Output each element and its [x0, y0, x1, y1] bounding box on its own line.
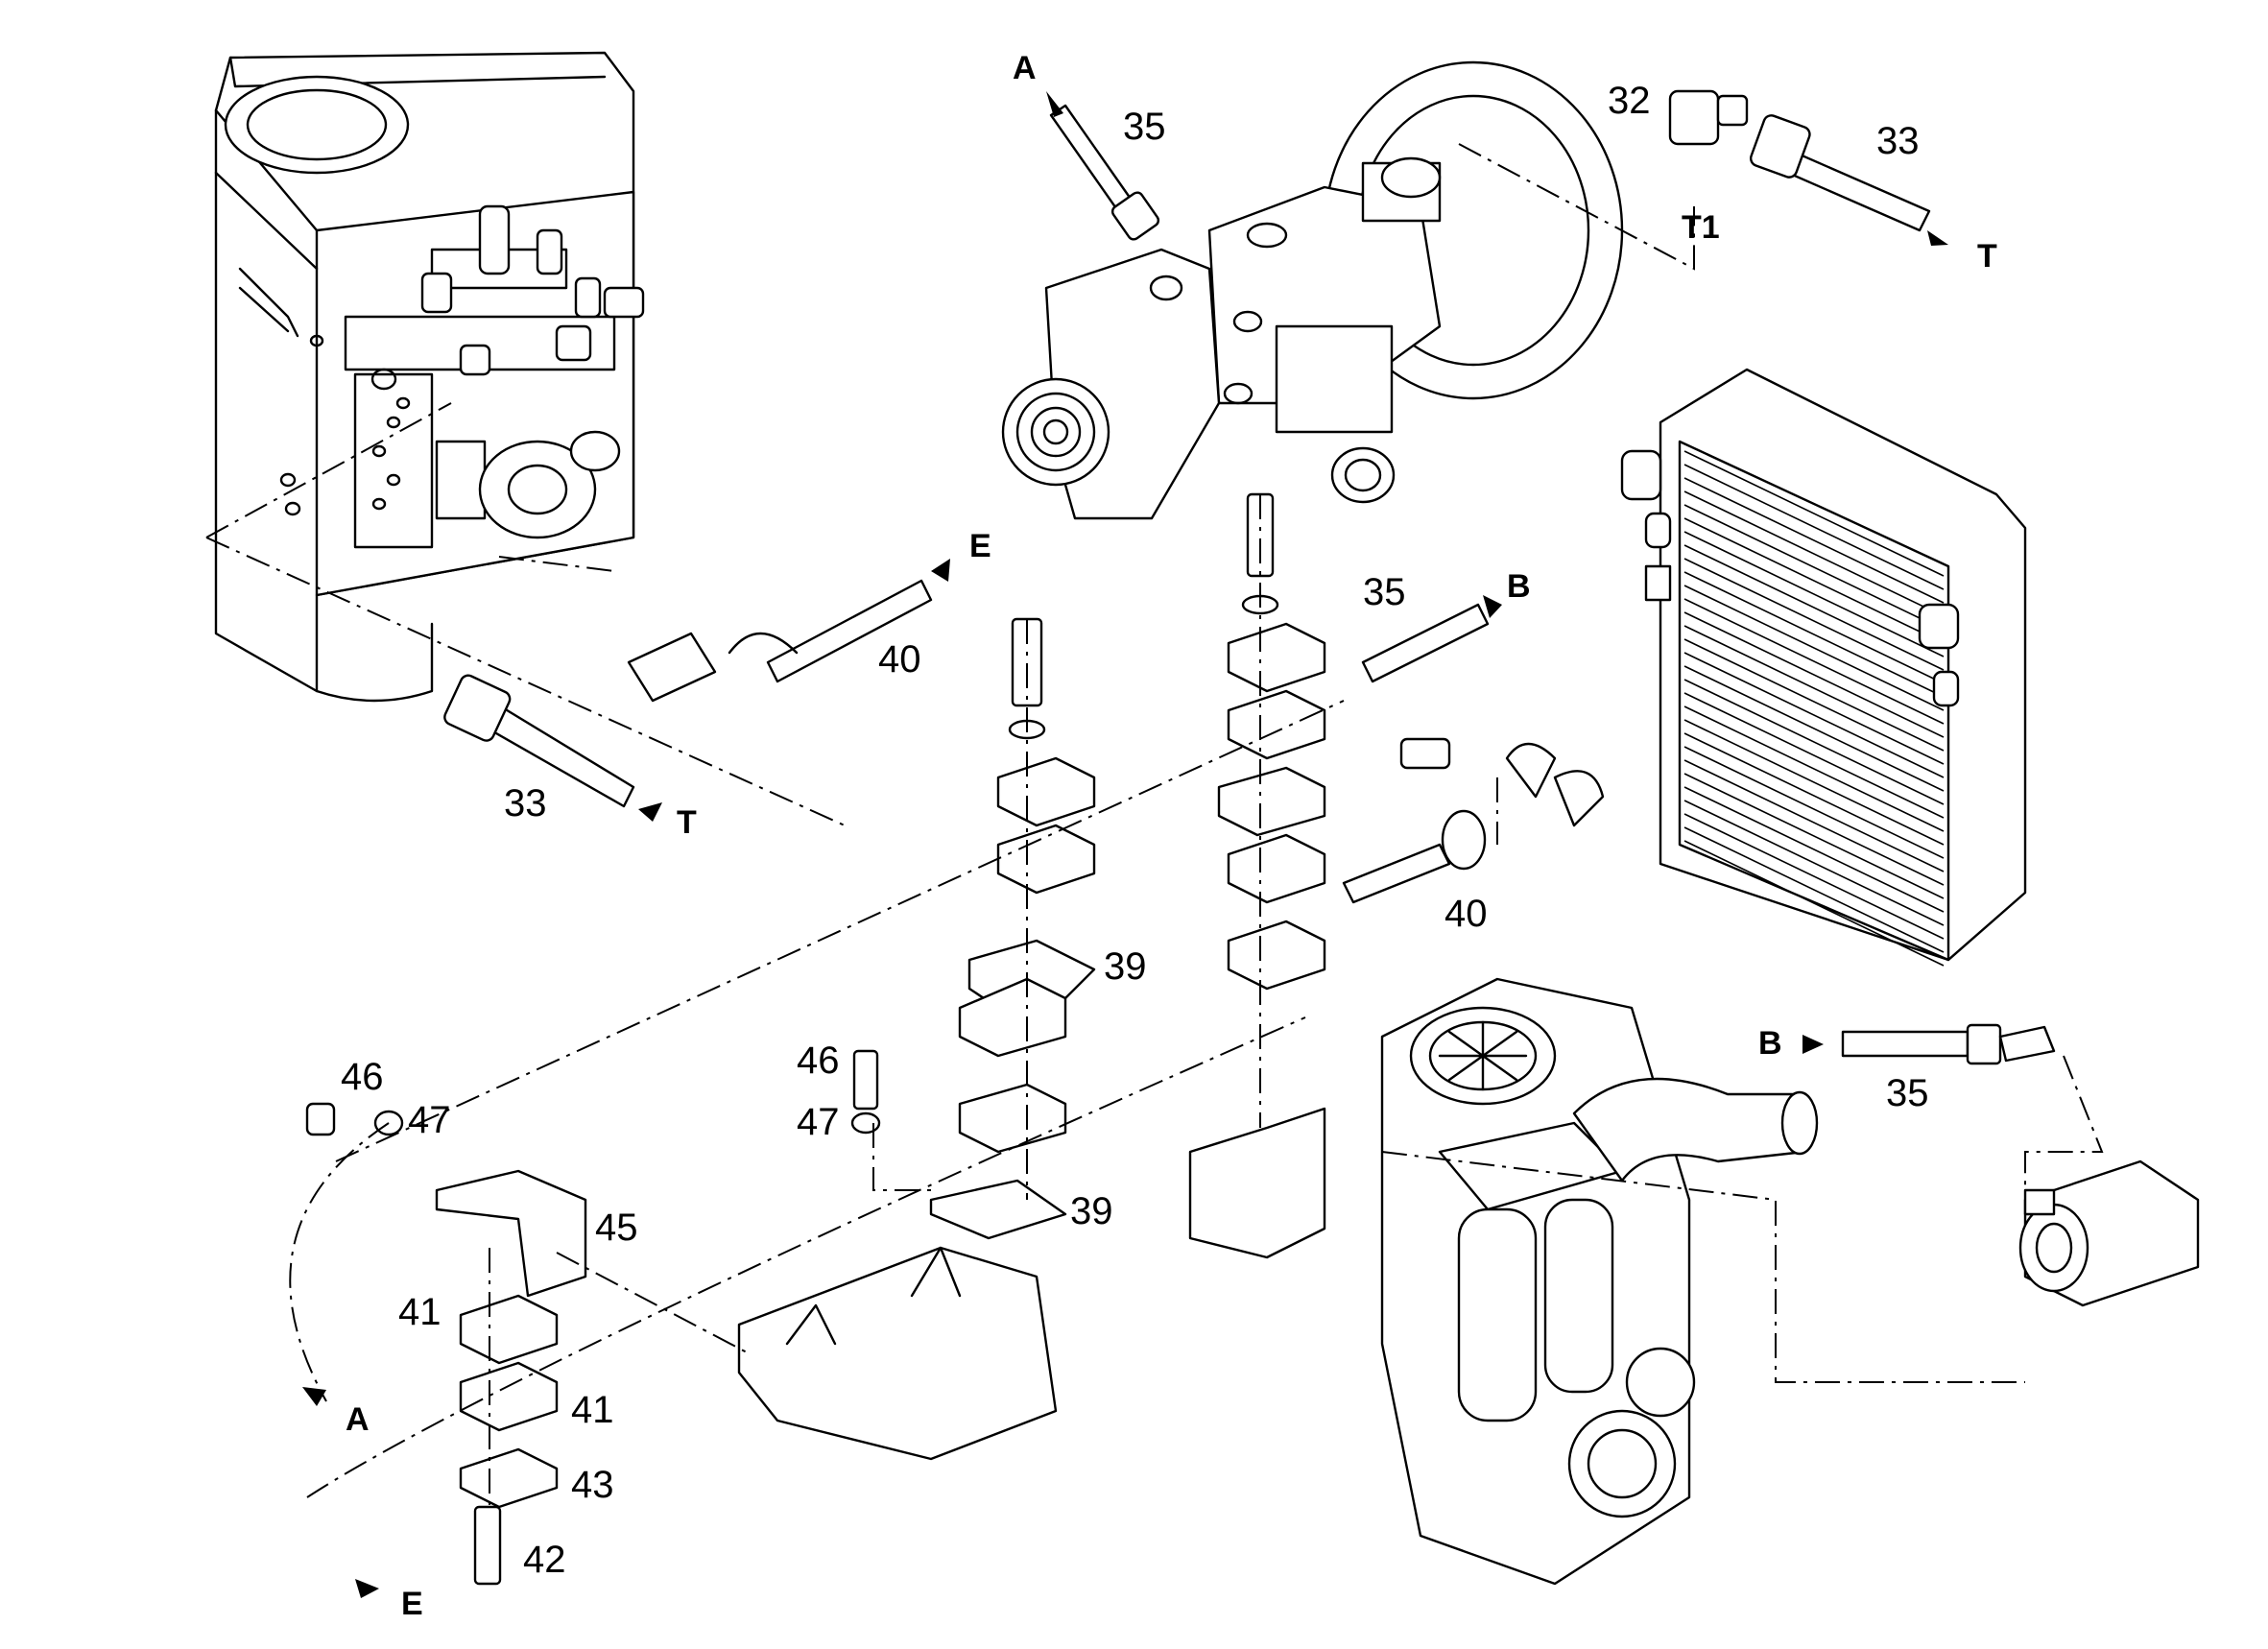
callout-46-mid: 46	[797, 1040, 840, 1082]
arrow-icon	[638, 802, 662, 822]
port-a-bottom: A	[346, 1401, 370, 1438]
cooler-fin-line	[1683, 611, 1945, 738]
port-t-top: T	[1977, 238, 1997, 275]
hose-35-mid	[1361, 603, 1490, 683]
hydraulic-tank-assembly	[214, 51, 645, 703]
routing-lines	[205, 143, 2104, 1507]
cooler-fin-line	[1683, 477, 1945, 604]
bracket-group-lower-left	[305, 1049, 1058, 1586]
port-t1: T1	[1682, 209, 1720, 246]
cooler-fin-line	[1683, 490, 1945, 617]
cooler-fin-line	[1683, 679, 1945, 805]
engine-assembly	[1380, 977, 1819, 1586]
cooler-fin-line	[1683, 732, 1945, 859]
cooler-fin-line	[1683, 786, 1945, 913]
callout-41-lower: 41	[571, 1389, 614, 1431]
oil-cooler-assembly	[1620, 368, 2027, 967]
cooler-fin-line	[1683, 517, 1945, 644]
auxiliary-gear-pump	[2018, 1159, 2200, 1307]
callout-33-top: 33	[1876, 120, 1920, 162]
port-labels: A T1 T E B T B A E	[346, 50, 1997, 1622]
cooler-fin-line	[1683, 665, 1945, 792]
callout-45: 45	[595, 1207, 638, 1249]
cooler-fin-line	[1683, 558, 1945, 684]
callout-47-left: 47	[408, 1099, 451, 1141]
callout-39-lower: 39	[1070, 1190, 1113, 1232]
port-a-top: A	[1013, 50, 1037, 86]
callout-35-bottom: 35	[1886, 1072, 1929, 1114]
cooler-fin-line	[1683, 450, 1945, 577]
hose-33-left	[443, 674, 635, 808]
clamp-stack-left	[929, 617, 1096, 1240]
callout-41-upper: 41	[398, 1291, 442, 1333]
cooler-fin-line	[1683, 464, 1945, 590]
cooler-fin-line	[1683, 719, 1945, 846]
callout-40-left: 40	[878, 638, 921, 681]
cooler-fin-line	[1683, 504, 1945, 631]
cooler-fin-line	[1683, 571, 1945, 698]
cooler-fin-line	[1683, 585, 1945, 711]
callout-47-mid: 47	[797, 1101, 840, 1143]
cooler-fin-line	[1683, 544, 1945, 671]
hydraulic-pump-assembly	[1001, 60, 1624, 520]
port-e-bottom: E	[401, 1586, 423, 1622]
callout-32: 32	[1608, 80, 1651, 122]
hose-40-right	[1342, 737, 1605, 904]
callout-39-upper: 39	[1104, 945, 1147, 988]
cooler-fin-line	[1683, 813, 1945, 940]
arrow-icon	[931, 559, 950, 582]
cooler-fin-line	[1683, 800, 1945, 926]
cooler-fin-line	[1683, 598, 1945, 725]
direction-arrows	[302, 91, 1948, 1598]
cooler-fin-line	[1683, 759, 1945, 886]
fitting-32	[1668, 89, 1749, 146]
cooler-fin-line	[1683, 531, 1945, 657]
arrow-icon	[1927, 230, 1948, 246]
cooler-fin-line	[1683, 638, 1945, 765]
callout-35-top: 35	[1123, 106, 1166, 148]
cooler-fin-line	[1683, 773, 1945, 899]
cooler-fin-line	[1683, 826, 1945, 953]
cooler-fin-line	[1683, 652, 1945, 778]
arrow-icon	[1483, 595, 1502, 618]
arrow-icon	[302, 1387, 326, 1406]
port-b-bottom: B	[1758, 1025, 1782, 1062]
cooler-fin-line	[1683, 692, 1945, 819]
callout-labels: 35 32 33 35 40 33 40 39 39 35 46 47 46 4…	[341, 80, 1929, 1581]
arrow-icon	[355, 1579, 379, 1598]
port-t-left: T	[677, 804, 697, 841]
cooler-fin-line	[1683, 625, 1945, 752]
cooler-fin-line	[1683, 746, 1945, 872]
callout-43: 43	[571, 1464, 614, 1506]
hose-40-left	[627, 579, 933, 703]
arrow-icon	[1046, 91, 1063, 117]
hose-33-top	[1749, 114, 1931, 232]
callout-33-left: 33	[504, 782, 547, 824]
clamp-stack-right	[1188, 492, 1326, 1259]
arrow-icon	[1802, 1035, 1824, 1054]
port-e-top: E	[969, 528, 991, 564]
port-b-mid: B	[1507, 568, 1531, 605]
callout-46-left: 46	[341, 1056, 384, 1098]
hose-35-bottom	[1841, 1023, 2056, 1065]
callout-35-mid: 35	[1363, 571, 1406, 613]
callout-40-right: 40	[1444, 893, 1488, 935]
cooler-fin-line	[1683, 840, 1945, 967]
cooler-fin-line	[1683, 705, 1945, 832]
callout-42: 42	[523, 1539, 566, 1581]
